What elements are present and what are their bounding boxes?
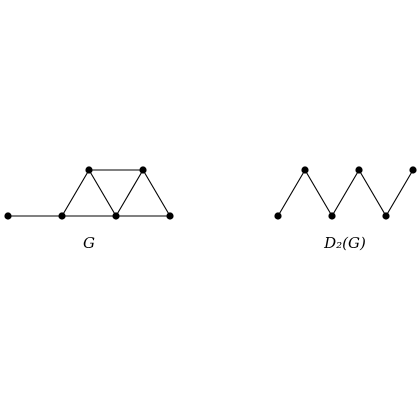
vertex-g6 (139, 166, 147, 174)
edge-g4-g6 (115, 169, 144, 217)
vertex-d2 (301, 166, 309, 174)
vertex-g3 (85, 166, 93, 174)
edge-g2-g3 (61, 169, 90, 217)
graph-d2g (274, 166, 417, 220)
edge-d5-d6 (385, 169, 414, 217)
caption-g: G (83, 234, 95, 252)
graph-g (4, 166, 174, 220)
vertex-d5 (382, 212, 390, 220)
vertex-d3 (328, 212, 336, 220)
edge-d4-d5 (358, 169, 387, 217)
vertex-g5 (166, 212, 174, 220)
vertex-d4 (355, 166, 363, 174)
caption-d2g: D₂(G) (323, 234, 366, 252)
edge-g6-g5 (142, 169, 171, 217)
edge-d2-d3 (304, 169, 333, 217)
vertex-g4 (112, 212, 120, 220)
edge-d3-d4 (331, 169, 360, 217)
edge-d1-d2 (277, 169, 306, 217)
vertex-g1 (4, 212, 12, 220)
edge-g3-g4 (88, 169, 117, 217)
vertex-g2 (58, 212, 66, 220)
vertex-d1 (274, 212, 282, 220)
vertex-d6 (409, 166, 417, 174)
